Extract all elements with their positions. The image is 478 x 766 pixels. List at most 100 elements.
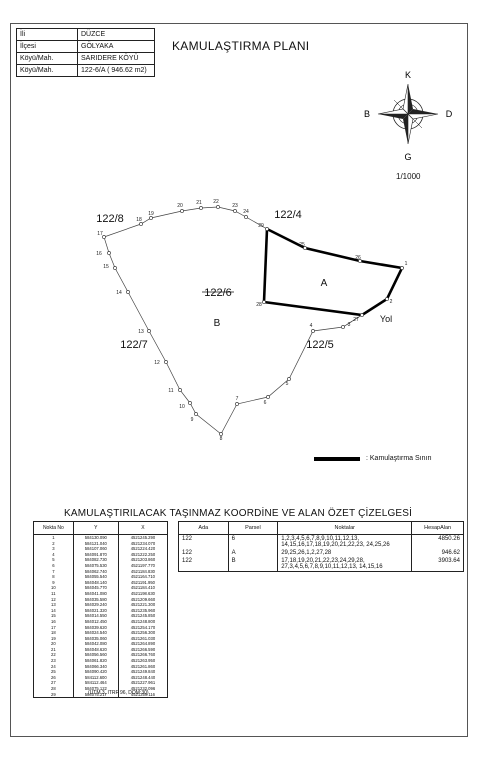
coord-cell: 584061.820 [72,658,119,664]
parcel-cell-noktalar: 1,2,3,4,5,6,7,8,9,10,11,12,13, 14,15,16,… [277,534,413,549]
coord-cell: 584048.620 [72,646,119,653]
coord-cell: 584029.240 [72,602,119,608]
coord-cell: 584112.464 [72,680,119,687]
page-title: KAMULAŞTIRMA PLANI [172,39,310,53]
coord-cell: 4521264.890 [117,641,169,647]
survey-point [149,216,153,220]
coord-cell: 584075.122 [72,686,119,692]
parcel-cell-parsel: B [227,557,279,572]
coord-cell: 584075.530 [72,562,119,569]
coord-cell: 4521221.300 [117,602,169,608]
coord-cell: 4521184.830 [117,568,169,575]
coord-header: Nokta No [33,521,74,535]
coord-cell: 584107.060 [72,546,119,552]
coord-cell: 4521191.950 [117,579,169,586]
parcel-cell-noktalar: 29,25,26,1,2,27,28 [277,549,413,557]
survey-point-label: 19 [148,211,154,217]
parcel-header: Noktalar [277,521,413,535]
parcel-number-label: 122/6 [204,287,232,299]
road-label: Yol [380,314,392,324]
compass-label-e: D [446,109,453,119]
coord-cell: 584039.620 [72,624,119,631]
coord-cell: 4521248.800 [117,618,169,625]
survey-point-label: 27 [353,317,359,323]
survey-point [360,313,364,317]
survey-point [233,209,237,213]
survey-point-label: 5 [286,381,289,387]
survey-point [303,246,307,250]
coord-cell: 4521203.860 [117,557,169,563]
survey-point [385,297,389,301]
coord-cell: 584045.770 [72,585,119,591]
info-value: 122-6/A ( 946.62 m2) [77,64,155,77]
coord-cell: 584112.600 [72,674,119,681]
summary-title: KAMULAŞTIRILACAK TAŞINMAZ KOORDİNE VE AL… [64,508,413,519]
parcel-boundary [103,206,403,435]
survey-point [199,206,203,210]
survey-point [107,251,111,255]
survey-point-label: 20 [177,203,183,209]
survey-point [126,290,130,294]
coord-cell: 4521263.950 [117,658,169,664]
coord-cell: 584035.060 [72,635,119,642]
survey-point-label: 21 [196,200,202,206]
coord-cell: 4521184.410 [117,585,169,591]
coord-cell: 4521266.760 [117,652,169,659]
coord-cell: 584024.540 [72,630,119,636]
survey-point-label: 29 [258,223,264,229]
parcel-cell-ada: 122 [178,549,229,557]
survey-point [311,329,315,333]
parcel-cell-parsel: 6 [227,534,279,549]
coord-cell: 4521266.590 [117,646,169,653]
parcel-cell-ada: 122 [178,534,229,549]
coord-cell: 4521248.440 [117,674,169,681]
parcel-number-label: 122/7 [120,339,148,351]
coord-cell: 584041.080 [72,590,119,597]
coord-cell: 584082.730 [72,557,119,563]
compass-label-w: B [364,109,370,119]
legend-line-sample [314,456,360,461]
coord-header: Y [72,521,119,535]
survey-point-label: 28 [256,302,262,308]
area-label: A [321,278,328,289]
survey-point [194,412,198,416]
survey-point [341,325,345,329]
coord-cell: 4521164.710 [117,574,169,580]
coord-cell: 4521224.420 [117,546,169,552]
coord-cell: 584042.080 [72,641,119,647]
survey-point [235,402,239,406]
coord-cell: 4521227.961 [117,680,169,687]
survey-point-label: 11 [168,388,173,394]
coord-cell: 584021.320 [72,607,119,614]
coord-cell: 4521261.860 [117,663,169,670]
coord-cell: 584130.090 [72,534,119,541]
expropriation-boundary [262,227,404,317]
parcel-cell-alan: 4850.26 [411,534,464,549]
datum-note: (UTM 3, ITRF 96, DOM:30) [88,690,149,696]
survey-point-label: 23 [232,203,238,209]
parcel-cell-alan: 3903.64 [411,557,464,572]
parcel-cell-parsel: A [227,549,279,557]
parcel-header: Parsel [227,521,279,535]
coord-cell: 4521245.290 [117,534,169,541]
coord-header: X [117,521,169,535]
coord-cell: 4521234.070 [117,540,169,547]
